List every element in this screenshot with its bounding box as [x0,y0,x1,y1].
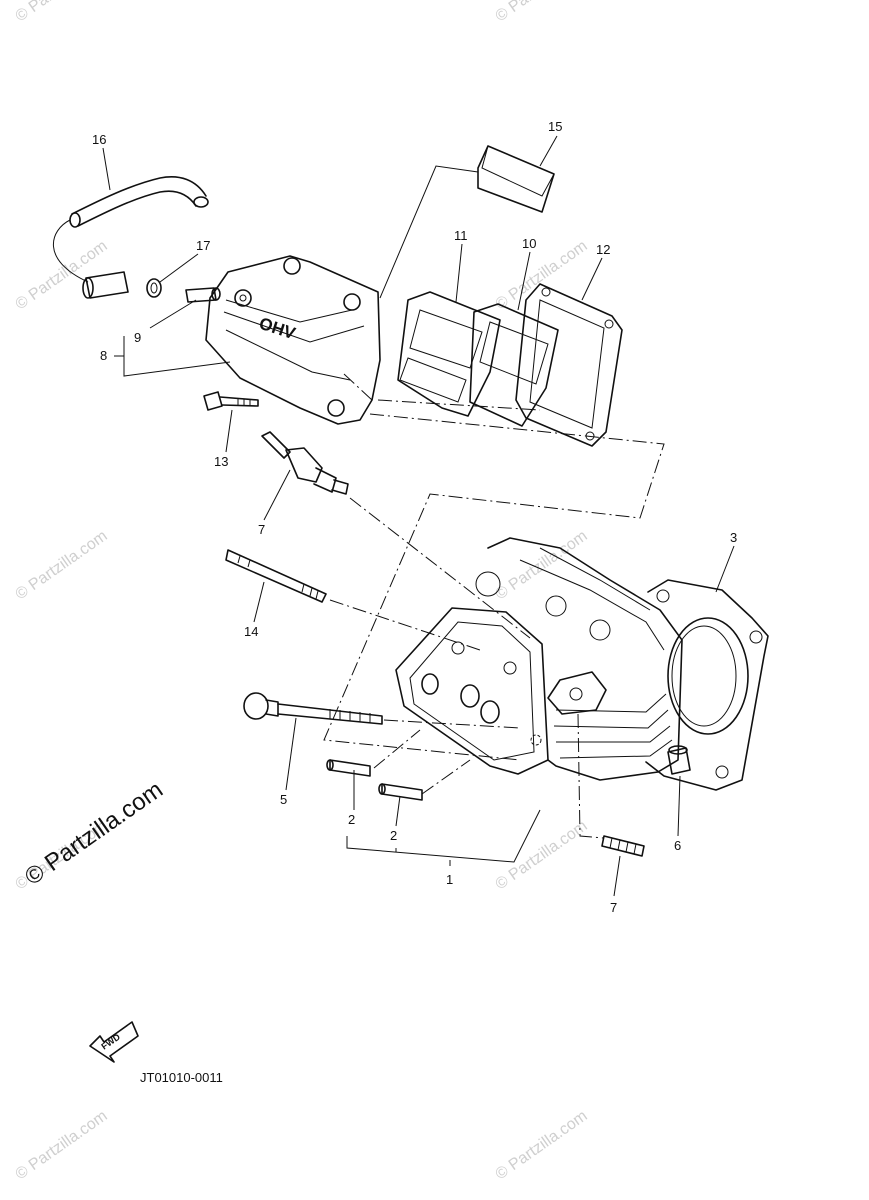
watermark: © Partzilla.com [493,818,591,894]
callout-2: 2 [390,828,397,843]
callout-8: 8 [100,348,107,363]
callout-7: 7 [258,522,265,537]
callout-1: 1 [446,872,453,887]
part-2-dowel-pin[interactable] [378,783,423,801]
part-15-stud-bolt[interactable] [225,549,327,603]
callout-2: 2 [348,812,355,827]
callout-10: 10 [522,236,536,251]
assembly-lines [323,165,665,839]
watermark: © Partzilla.com [13,0,111,25]
callout-6: 7 [610,900,617,915]
fwd-label: FWD [99,1031,122,1051]
drawing-code: JT01010-0011 [140,1070,223,1085]
callout-3: 3 [730,530,737,545]
partzilla-logo: © Partzilla.com [20,776,168,891]
part-13-bolt[interactable] [203,391,259,411]
watermark: © Partzilla.com [493,1108,591,1184]
part-8-head-cover[interactable]: OHV [205,255,381,425]
callout-15: 14 [244,624,258,639]
callout-4: 5 [280,792,287,807]
part-5-dowel[interactable] [667,745,691,775]
callout-labels: 16 17 9 8 15 11 10 12 13 7 14 5 2 2 1 3 … [92,119,737,915]
callout-16: 15 [548,119,562,134]
watermark: © Partzilla.com [13,1108,111,1184]
part-10-gasket[interactable] [469,303,559,427]
fwd-arrow: FWD [89,1021,139,1063]
part-6-stud[interactable] [601,835,645,857]
callout-12: 12 [596,242,610,257]
callout-17: 17 [196,238,210,253]
part-14-breather-hose[interactable] [52,176,209,283]
part-16-cushion[interactable] [477,145,555,213]
part-17-hose-clip[interactable] [82,271,162,299]
part-7-spark-plug[interactable] [261,431,349,495]
callout-9: 9 [134,330,141,345]
part-12-cover-gasket[interactable] [515,283,623,447]
part-11-gasket[interactable] [397,291,501,417]
callout-11: 11 [454,228,468,243]
watermark: © Partzilla.com [493,0,591,25]
watermark: © Partzilla.com [493,238,591,314]
part-3-head-gasket[interactable] [645,579,769,791]
callout-14: 16 [92,132,106,147]
callout-13: 13 [214,454,228,469]
cover-embossing: OHV [257,314,299,344]
part-4-head-bolt[interactable] [243,692,383,725]
watermark: © Partzilla.com [13,238,111,314]
callout-5: 6 [674,838,681,853]
part-2-dowel-pin[interactable] [326,759,371,777]
watermark: © Partzilla.com [13,528,111,604]
leader-lines [102,135,735,897]
